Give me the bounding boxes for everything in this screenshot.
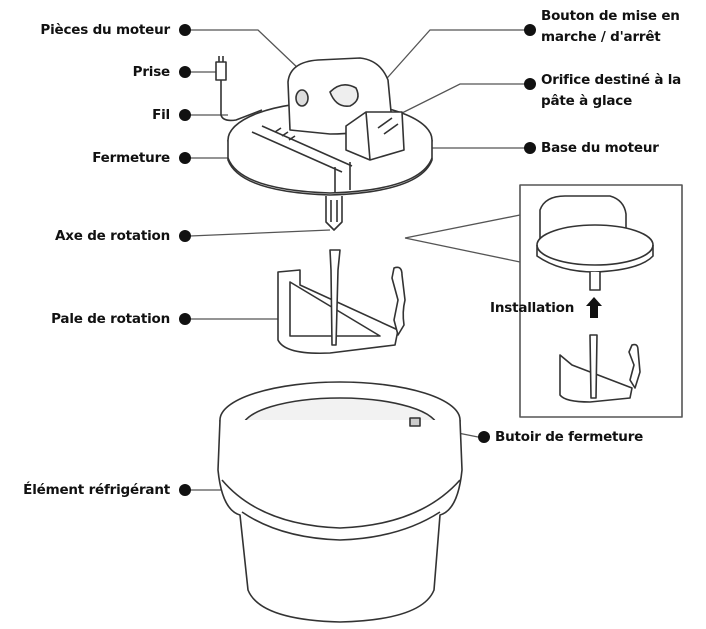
bowl-body: [217, 419, 463, 623]
label-engine-parts: Pièces du moteur: [40, 22, 170, 38]
label-ice-cream-opening: Orifice destiné à la pâte à glace: [541, 72, 682, 109]
leader-installation: [404, 214, 521, 263]
plug-shape: [215, 61, 227, 81]
rotation-axis-shape: [325, 196, 343, 231]
label-engine-base: Base du moteur: [541, 140, 659, 156]
label-paddle: Pale de rotation: [51, 311, 170, 327]
label-cooling-element: Élément réfrigérant: [23, 482, 170, 498]
arrow-up-icon: [586, 297, 602, 306]
label-power-button: Bouton de mise en marche / d'arrêt: [541, 8, 680, 45]
cord-shape: [220, 80, 263, 122]
label-rotation-axis: Axe de rotation: [55, 228, 170, 244]
label-installation: Installation: [490, 300, 575, 316]
ice-cream-opening-shape: [345, 111, 405, 161]
label-closure-stop: Butoir de fermeture: [495, 429, 644, 445]
leader-power: [371, 29, 525, 96]
leader-opening: [391, 83, 525, 119]
label-cord: Fil: [152, 107, 170, 123]
arrow-up-icon-stem: [590, 305, 598, 318]
label-closure: Fermeture: [92, 150, 170, 166]
leader-axis: [189, 229, 331, 237]
leader-engine-parts: [190, 29, 301, 71]
label-plug: Prise: [132, 64, 171, 80]
